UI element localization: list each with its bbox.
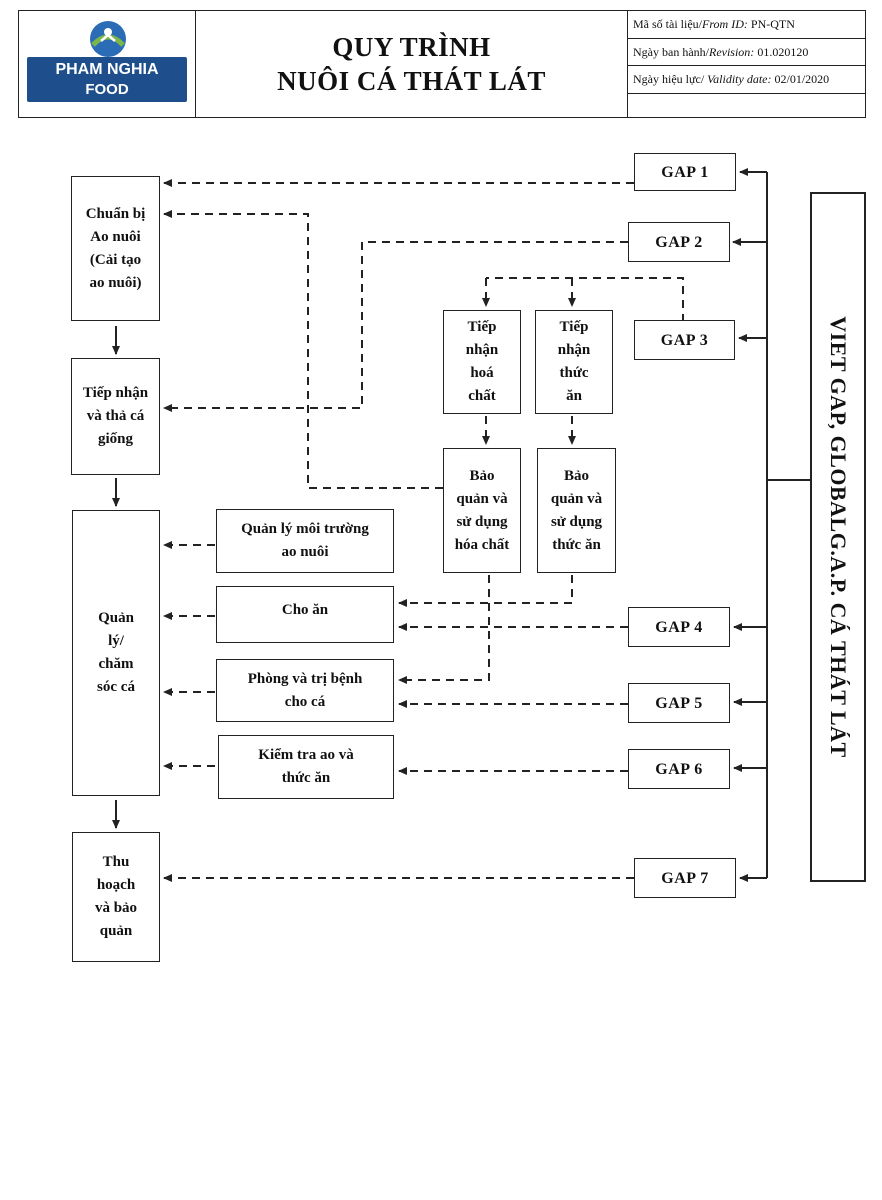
doc-id-label-en: From ID: <box>702 17 748 31</box>
step-text: Quản <box>98 610 134 626</box>
step-text: thức ăn <box>281 770 331 786</box>
chemicals-to-prepare-pond <box>163 210 443 489</box>
company-logo: PHAM NGHIA FOOD <box>27 57 187 102</box>
step-text: Phòng và trị bệnh <box>247 670 363 687</box>
step-text: hoạch <box>96 877 136 893</box>
step-text: thức <box>559 365 589 381</box>
step-text: Bảo <box>563 467 589 484</box>
gap-box-5: GAP 5 <box>628 683 730 723</box>
gap-box-1: GAP 1 <box>634 153 736 191</box>
step-text: sóc cá <box>97 679 135 695</box>
step-inspect: Kiểm tra ao và thức ăn <box>218 735 394 799</box>
doc-id-label: Mã số tài liệu/ <box>633 17 702 31</box>
effective-date-row: Ngày hiệu lực/ Validity date: 02/01/2020 <box>628 66 865 94</box>
step-text: và thả cá <box>86 408 145 424</box>
step-text: lý/ <box>108 633 124 649</box>
document-header: PHAM NGHIA FOOD QUY TRÌNH NUÔI CÁ THÁT L… <box>18 10 866 118</box>
standard-banner: VIET GAP, GLOBALG.A.P. CÁ THÁT LÁT <box>810 192 866 882</box>
step-text: hóa chất <box>454 536 510 553</box>
logo-cell: PHAM NGHIA FOOD <box>19 11 196 117</box>
effective-label-en: Validity date: <box>707 72 772 86</box>
step-text: quản và <box>456 490 508 507</box>
standard-banner-text: VIET GAP, GLOBALG.A.P. CÁ THÁT LÁT <box>826 316 851 758</box>
step-text: nhận <box>465 342 499 358</box>
doc-id-row: Mã số tài liệu/From ID: PN-QTN <box>628 11 865 39</box>
chemicals-to-disease <box>398 575 490 684</box>
step-text: Quản lý môi trường <box>241 521 369 537</box>
step-text: sử dụng <box>456 513 508 530</box>
step-text: Kiểm tra ao và <box>258 747 354 763</box>
issue-value: 01.020120 <box>757 44 809 59</box>
gap-box-3: GAP 3 <box>634 320 735 360</box>
step-text: Tiếp <box>559 319 589 335</box>
step-text: chăm <box>98 656 134 672</box>
issue-label-en: Revision: <box>708 44 755 59</box>
step-harvest: Thu hoạch và bảo quản <box>72 832 160 962</box>
step-text: Thu <box>102 854 130 870</box>
step-text: quản và <box>550 490 603 507</box>
step-prepare-pond: Chuẩn bị Ao nuôi (Cải tạo ao nuôi) <box>71 176 160 321</box>
issue-date-row: Ngày ban hành/Revision: 01.020120 <box>628 39 865 66</box>
effective-value: 02/01/2020 <box>774 72 830 86</box>
step-text: và bảo <box>94 900 138 916</box>
gap3-branch-line <box>486 277 684 322</box>
step-text: (Cải tạo <box>89 251 142 268</box>
step-store-chemicals: Bảo quản và sử dụng hóa chất <box>443 448 521 573</box>
step-text: Ao nuôi <box>90 228 141 245</box>
issue-label: Ngày ban hành/ <box>633 44 709 59</box>
step-text: Bảo <box>469 467 495 484</box>
step-text: quản <box>99 923 133 939</box>
gap-box-4: GAP 4 <box>628 607 730 647</box>
step-receive-fingerlings: Tiếp nhận và thả cá giống <box>71 358 160 475</box>
step-text: Tiếp nhận <box>82 385 149 401</box>
logo-text-line1: PHAM NGHIA <box>55 61 159 78</box>
step-text: cho cá <box>284 693 326 710</box>
effective-label: Ngày hiệu lực/ <box>633 72 705 86</box>
step-text: ao nuôi <box>281 544 329 560</box>
step-receive-feed: Tiếp nhận thức ăn <box>535 310 613 414</box>
step-text: sử dụng <box>550 513 603 530</box>
step-pond-environment: Quản lý môi trường ao nuôi <box>216 509 394 573</box>
step-store-feed: Bảo quản và sử dụng thức ăn <box>537 448 616 573</box>
step-text: ao nuôi) <box>89 274 142 291</box>
title-line-1: QUY TRÌNH <box>332 32 491 62</box>
step-text: ăn <box>566 388 582 404</box>
gap-box-7: GAP 7 <box>634 858 736 898</box>
step-text: Chuẩn bị <box>85 205 146 222</box>
step-text: hoá <box>470 365 494 381</box>
feed-to-feeding <box>398 575 573 607</box>
gap-box-2: GAP 2 <box>628 222 730 262</box>
logo-emblem-icon <box>90 21 126 57</box>
step-text: nhận <box>557 342 591 358</box>
step-text: Tiếp <box>467 319 497 335</box>
document-title: QUY TRÌNH NUÔI CÁ THÁT LÁT <box>196 11 628 117</box>
step-text: thức ăn <box>552 536 601 553</box>
document-metadata: Mã số tài liệu/From ID: PN-QTN Ngày ban … <box>628 11 865 117</box>
title-line-2: NUÔI CÁ THÁT LÁT <box>277 66 546 96</box>
step-receive-chemicals: Tiếp nhận hoá chất <box>443 310 521 414</box>
logo-text-line2: FOOD <box>85 81 129 98</box>
step-text: Cho ăn <box>281 602 329 618</box>
step-disease: Phòng và trị bệnh cho cá <box>216 659 394 722</box>
step-feeding: Cho ăn <box>216 586 394 643</box>
doc-id-value: PN-QTN <box>750 17 795 31</box>
gap-box-6: GAP 6 <box>628 749 730 789</box>
step-text: giống <box>97 431 133 447</box>
step-text: chất <box>468 388 496 404</box>
gap2-to-receive-fingerlings <box>163 241 628 412</box>
step-manage-care: Quản lý/ chăm sóc cá <box>72 510 160 796</box>
